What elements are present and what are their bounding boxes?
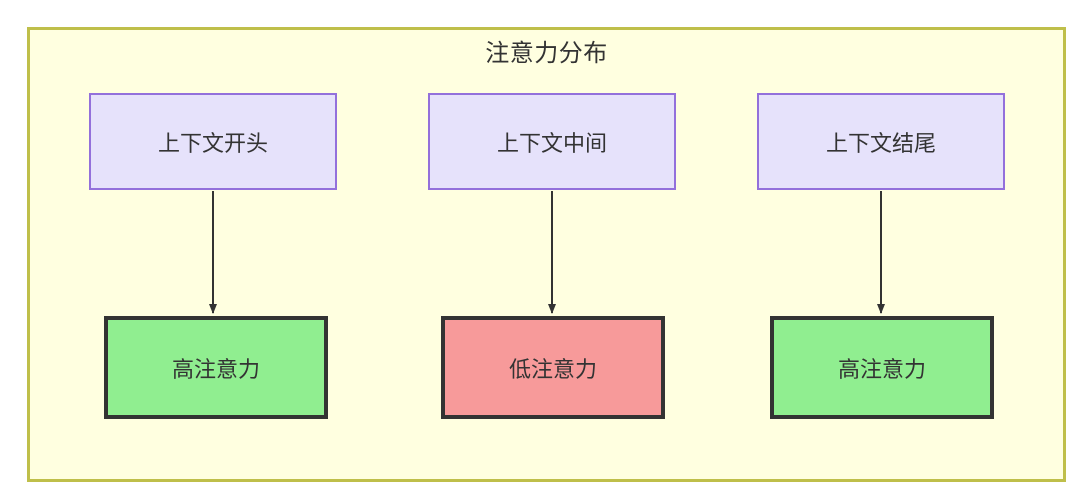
node-attention-end[interactable]: 高注意力 (770, 316, 994, 419)
page-title: 注意力分布 (485, 40, 608, 67)
node-attention-start[interactable]: 高注意力 (104, 316, 328, 419)
node-context-end[interactable]: 上下文结尾 (757, 93, 1005, 190)
node-context-start[interactable]: 上下文开头 (89, 93, 337, 190)
node-context-middle[interactable]: 上下文中间 (428, 93, 676, 190)
node-attention-middle[interactable]: 低注意力 (441, 316, 665, 419)
